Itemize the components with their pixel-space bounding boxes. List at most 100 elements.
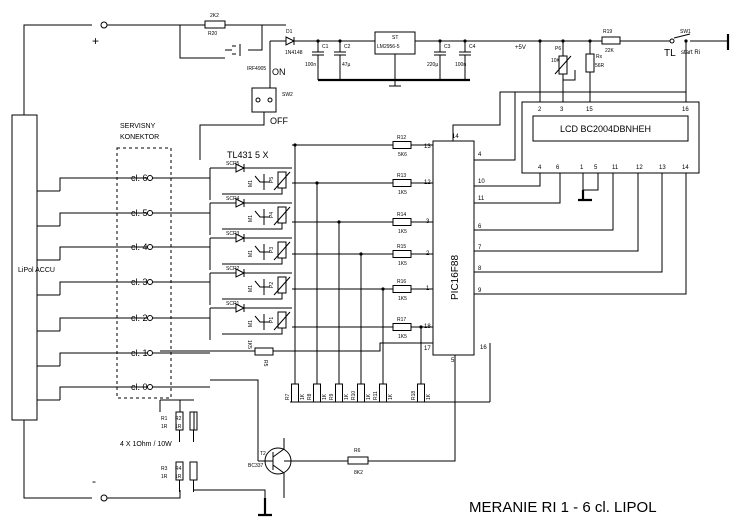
junction xyxy=(359,252,363,256)
pulldown-resistor xyxy=(335,383,343,403)
svg-text:22K: 22K xyxy=(605,48,615,54)
plus-terminal xyxy=(100,21,108,29)
series-resistor xyxy=(392,323,412,331)
pot xyxy=(277,206,287,224)
svg-text:11: 11 xyxy=(612,165,619,171)
cell-wire xyxy=(37,246,210,261)
pulldown-resistor xyxy=(417,383,425,403)
svg-text:LM2956-5: LM2956-5 xyxy=(377,44,400,50)
cell-wire xyxy=(37,281,210,296)
pic-chip xyxy=(432,140,475,356)
series-ref: R12 xyxy=(397,135,406,141)
scr-wire xyxy=(209,269,292,305)
tl431 xyxy=(254,314,270,330)
load-resistor xyxy=(189,461,198,481)
pulldown-resistor xyxy=(357,383,365,403)
cell-wire xyxy=(37,177,210,192)
scr-label: SCR3 xyxy=(226,231,240,237)
pulldown-value: 1K xyxy=(322,393,328,400)
series-value: 1K5 xyxy=(398,261,407,267)
svg-text:16: 16 xyxy=(480,345,487,351)
svg-text:P6: P6 xyxy=(555,46,561,52)
pot-wire xyxy=(222,276,291,300)
pot xyxy=(277,276,287,294)
series-ref: R13 xyxy=(397,173,406,179)
svg-text:1N4148: 1N4148 xyxy=(285,50,303,56)
svg-text:16: 16 xyxy=(682,107,689,113)
pulldown-ref: R8 xyxy=(307,393,313,400)
cell-terminal xyxy=(147,244,153,250)
svg-text:KONEKTOR: KONEKTOR xyxy=(120,134,159,141)
svg-text:1: 1 xyxy=(580,165,584,171)
pot-wire xyxy=(222,171,291,195)
svg-text:5: 5 xyxy=(594,165,598,171)
pulldown-ref: R10 xyxy=(351,391,357,400)
svg-text:SW1: SW1 xyxy=(680,29,691,35)
svg-text:T2: T2 xyxy=(260,451,266,457)
svg-text:1K5: 1K5 xyxy=(246,340,252,349)
pulldown-resistor xyxy=(313,383,321,403)
tl-label: TL xyxy=(664,48,676,59)
svg-text:R20: R20 xyxy=(208,31,217,37)
svg-text:C4: C4 xyxy=(469,44,476,50)
cell-label: cl. 1 xyxy=(131,348,148,358)
cell-label: cl. 0 xyxy=(131,382,148,392)
pulldown-resistor xyxy=(379,383,387,403)
series-value: 5K6 xyxy=(398,152,407,158)
series-resistor xyxy=(392,179,412,187)
series-ref: R15 xyxy=(397,244,406,250)
svg-text:C2: C2 xyxy=(344,44,351,50)
battery-label: LiPol ACCU xyxy=(18,267,55,274)
svg-text:6: 6 xyxy=(478,224,482,230)
svg-text:SW2: SW2 xyxy=(282,92,293,98)
cell-label: cl. 6 xyxy=(131,173,148,183)
pulldown-resistor xyxy=(291,383,299,403)
svg-text:2: 2 xyxy=(538,107,542,113)
svg-text:ST: ST xyxy=(392,35,398,41)
cell-terminal xyxy=(147,350,153,356)
svg-text:220µ: 220µ xyxy=(427,62,438,68)
svg-text:14: 14 xyxy=(682,165,689,171)
svg-text:2K2: 2K2 xyxy=(210,13,219,19)
m-label: M1 xyxy=(248,215,254,222)
m-label: M1 xyxy=(248,250,254,257)
junction xyxy=(419,325,423,329)
svg-text:8K2: 8K2 xyxy=(354,470,363,476)
pot-label: P4 xyxy=(269,212,275,218)
svg-text:C1: C1 xyxy=(322,44,329,50)
minus-terminal xyxy=(100,494,108,502)
lcd-screen xyxy=(532,115,689,142)
cell-wire xyxy=(37,386,210,401)
pulldown-value: 1K xyxy=(344,393,350,400)
junction xyxy=(293,143,297,147)
load-label: 4 X 1Ohm / 10W xyxy=(120,441,172,448)
cell-label: cl. 4 xyxy=(131,242,148,252)
svg-text:10: 10 xyxy=(478,179,485,185)
load-value: 1R xyxy=(161,474,168,480)
pot-label: P2 xyxy=(269,282,275,288)
pic-name: PIC16F88 xyxy=(450,255,461,300)
series-resistor xyxy=(392,141,412,149)
scr-wire xyxy=(209,199,292,235)
svg-text:47µ: 47µ xyxy=(342,62,351,68)
load-value: 1R xyxy=(161,424,168,430)
series-ref: R16 xyxy=(397,279,406,285)
lcd-pins: 2 3 15 16 4 6 1 5 11 12 13 14 xyxy=(538,107,689,171)
series-resistor xyxy=(392,285,412,293)
svg-text:R19: R19 xyxy=(603,29,612,35)
pot xyxy=(277,241,287,259)
start-label: start Ri xyxy=(681,50,700,56)
pot-wire xyxy=(222,311,291,335)
junction xyxy=(381,287,385,291)
scr-label: SCR5 xyxy=(226,161,240,167)
tl431-label: TL431 5 X xyxy=(227,150,269,160)
series-value: 1K5 xyxy=(398,334,407,340)
lcd-name: LCD BC2004DBNHEH xyxy=(560,124,651,134)
svg-text:14: 14 xyxy=(452,134,459,140)
svg-text:12: 12 xyxy=(636,165,643,171)
svg-text:100n: 100n xyxy=(455,62,466,68)
pulldown-ref: R11 xyxy=(373,391,379,400)
